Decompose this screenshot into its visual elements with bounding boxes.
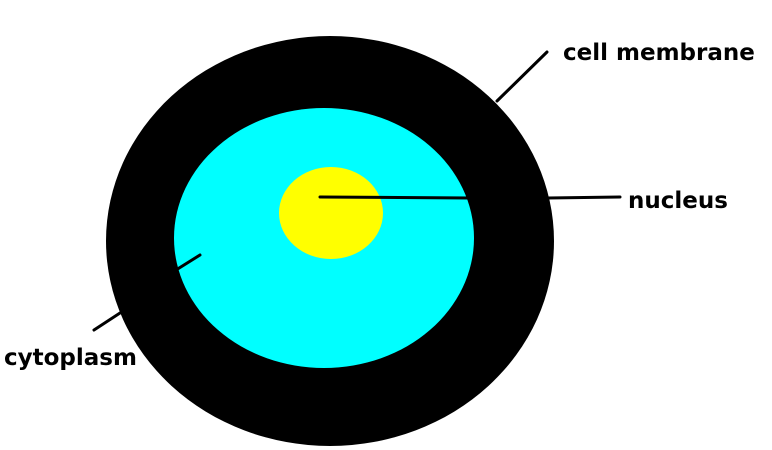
- nucleus-shape: [279, 167, 383, 259]
- cell-membrane-label: cell membrane: [563, 40, 755, 66]
- nucleus-leader-line-outer: [546, 195, 622, 200]
- nucleus-label: nucleus: [628, 188, 728, 214]
- cell-membrane-leader-line: [495, 50, 549, 103]
- cytoplasm-leader-line-inner: [174, 253, 202, 272]
- nucleus-leader-line-inner: [318, 195, 472, 200]
- cytoplasm-label: cytoplasm: [4, 345, 137, 371]
- cytoplasm-leader-line-outer: [92, 311, 122, 332]
